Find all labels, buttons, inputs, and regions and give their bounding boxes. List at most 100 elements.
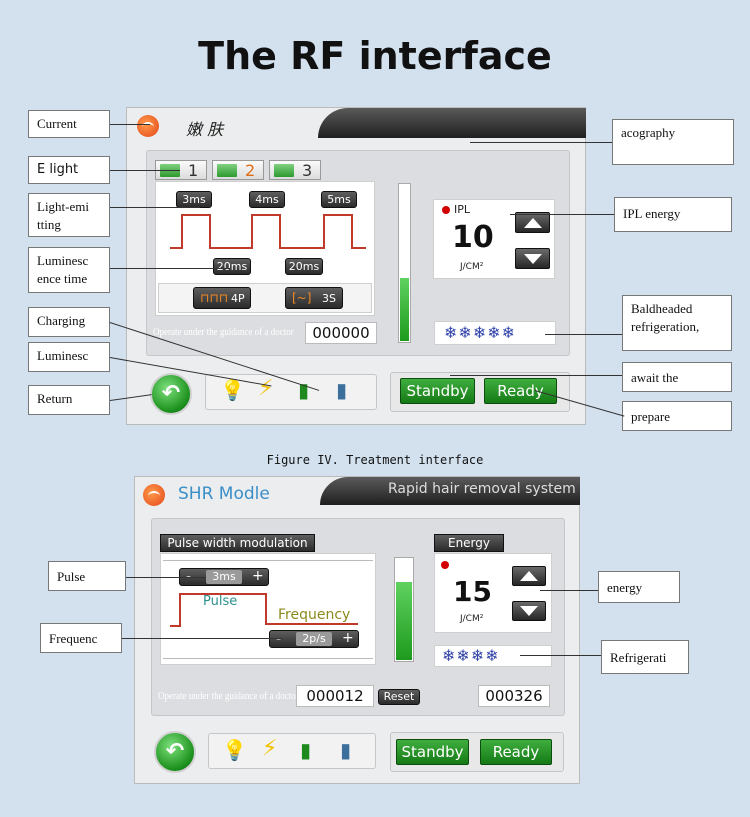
- shr-pulse-stepper[interactable]: - 3ms +: [179, 568, 269, 586]
- lightning-icon[interactable]: ⚡: [262, 736, 278, 761]
- pulse-4ms-button[interactable]: 4ms: [249, 191, 285, 208]
- shr-pulse-waveform: [170, 593, 358, 627]
- shr-energy-value: 15: [453, 575, 492, 608]
- leader-line: [110, 207, 200, 208]
- rf-standby-button[interactable]: Standby: [400, 378, 475, 404]
- callout-prepare: prepare: [622, 401, 732, 431]
- delay-20ms-button-1[interactable]: 20ms: [213, 258, 251, 275]
- rf-refrigeration-box: [434, 321, 556, 345]
- shr-energy-header: Energy: [434, 534, 504, 552]
- shr-energy-fill: [396, 581, 412, 660]
- callout-luminescence-time: Luminesc ence time: [28, 247, 110, 293]
- callout-energy: energy: [598, 571, 680, 603]
- rf-energy-down-button[interactable]: [515, 248, 550, 269]
- count-4p-button[interactable]: ⊓⊓⊓ 4P: [193, 287, 251, 309]
- shr-doctor-note: Operate under the guidance of a doctor: [158, 690, 299, 702]
- leader-line: [470, 142, 612, 143]
- leader-line: [520, 655, 601, 656]
- shr-tool-tray: [208, 733, 376, 769]
- callout-return: Return: [28, 385, 110, 415]
- rf-energy-value: 10: [452, 220, 494, 255]
- green-bin-icon[interactable]: ▮: [298, 378, 310, 402]
- leader-line: [110, 124, 150, 125]
- shr-logo-icon: [143, 484, 165, 506]
- leader-line: [126, 577, 206, 578]
- pulse-value: 3ms: [206, 570, 242, 584]
- shr-pwm-label: Pulse width modulation: [160, 534, 315, 552]
- shr-frequency-label: Frequency: [278, 607, 351, 623]
- rf-snowflake-icon: ❄❄❄❄❄: [444, 323, 517, 342]
- shr-header-bar: [320, 477, 580, 505]
- callout-frequenc: Frequenc: [40, 623, 122, 653]
- folder-icon: [274, 164, 294, 177]
- lightbulb-icon[interactable]: 💡: [222, 738, 247, 762]
- frequency-minus-button[interactable]: -: [276, 631, 282, 647]
- pulse-plus-button[interactable]: +: [252, 568, 264, 584]
- pulse-3ms-button[interactable]: 3ms: [176, 191, 212, 208]
- shr-energy-bar: [394, 557, 414, 662]
- tab-2[interactable]: 2: [212, 160, 264, 180]
- shr-energy-down-button[interactable]: [512, 601, 546, 621]
- callout-light: E light: [28, 156, 110, 184]
- lightning-icon[interactable]: ⚡: [258, 376, 274, 401]
- folder-open-icon: [217, 164, 237, 177]
- shr-frequency-stepper[interactable]: - 2p/s +: [269, 630, 359, 648]
- rf-energy-up-button[interactable]: [515, 212, 550, 233]
- rf-ready-button[interactable]: Ready: [484, 378, 557, 404]
- shr-ready-button[interactable]: Ready: [480, 739, 552, 765]
- page-title: The RF interface: [198, 34, 552, 78]
- callout-luminesc: Luminesc: [28, 342, 110, 372]
- triangle-up-icon: [523, 217, 542, 228]
- lightbulb-icon[interactable]: 💡: [220, 378, 245, 402]
- callout-await: await the: [622, 362, 732, 392]
- rf-energy-unit: J/CM²: [460, 262, 484, 272]
- tab-3[interactable]: 3: [269, 160, 321, 180]
- callout-current: Current: [28, 110, 110, 138]
- rf-energy-label: IPL: [454, 203, 471, 216]
- blue-bin-icon[interactable]: ▮: [340, 738, 352, 762]
- triangle-down-icon: [523, 253, 542, 264]
- shr-refrigeration-box: [434, 645, 552, 667]
- shr-energy-up-button[interactable]: [512, 566, 546, 586]
- triangle-down-icon: [520, 606, 538, 616]
- callout-acography: acography: [612, 119, 734, 165]
- pulse-train-icon: ⊓⊓⊓: [200, 291, 229, 305]
- frequency-plus-button[interactable]: +: [342, 630, 354, 646]
- green-bin-icon[interactable]: ▮: [300, 738, 312, 762]
- pulse-5ms-button[interactable]: 5ms: [321, 191, 357, 208]
- delay-20ms-button-2[interactable]: 20ms: [285, 258, 323, 275]
- frequency-value: 2p/s: [296, 632, 332, 646]
- leader-line: [110, 268, 230, 269]
- leader-line: [545, 334, 622, 335]
- callout-charging: Charging: [28, 307, 110, 337]
- rf-energy-fill: [400, 277, 409, 341]
- leader-line: [110, 170, 180, 171]
- callout-light-emitting: Light-emi tting: [28, 193, 110, 237]
- rf-mode-title: 嫩 肤: [186, 120, 224, 139]
- callout-pulse: Pulse: [48, 561, 126, 591]
- leader-line: [510, 214, 614, 215]
- rf-status-dot: [442, 206, 450, 214]
- triangle-up-icon: [520, 571, 538, 581]
- return-arrow-icon: ↶: [161, 381, 181, 406]
- shr-return-button[interactable]: ↶: [154, 731, 196, 773]
- callout-baldheaded: Baldheaded refrigeration,: [622, 295, 732, 351]
- rf-return-button[interactable]: ↶: [150, 373, 192, 415]
- rf-energy-bar: [398, 183, 411, 343]
- rf-header-bar: [318, 108, 586, 138]
- shr-system-title: Rapid hair removal system: [388, 481, 576, 497]
- leader-line: [122, 638, 282, 639]
- rf-logo-icon: [137, 115, 159, 137]
- shr-standby-button[interactable]: Standby: [396, 739, 469, 765]
- rf-pulse-waveform: [170, 214, 366, 249]
- shr-divider: [163, 560, 373, 561]
- blue-bin-icon[interactable]: ▮: [336, 378, 348, 402]
- callout-ipl-energy: IPL energy: [614, 197, 732, 232]
- shr-reset-button[interactable]: Reset: [378, 689, 420, 705]
- shr-total-counter: 000326: [478, 685, 550, 707]
- shr-energy-box: [434, 553, 552, 633]
- tab-1[interactable]: 1: [155, 160, 207, 180]
- time-3s-button[interactable]: [~] 3S: [285, 287, 343, 309]
- rf-doctor-note: Operate under the guidance of a doctor: [153, 326, 294, 338]
- rf-counter: 000000: [305, 322, 377, 344]
